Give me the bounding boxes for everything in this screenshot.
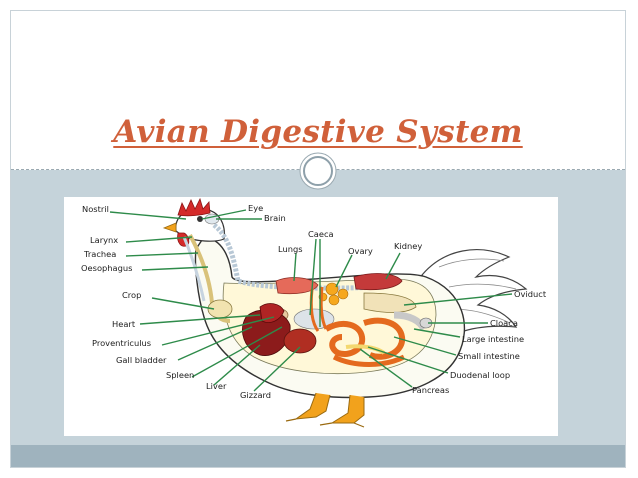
beak: [162, 222, 177, 233]
diagram-panel: Nostril Eye Brain Larynx Trachea Oesopha…: [64, 197, 558, 436]
label-lungs: Lungs: [278, 244, 303, 254]
label-small-intestine: Small intestine: [458, 351, 520, 361]
comb: [177, 197, 211, 217]
label-large-intestine: Large intestine: [462, 334, 524, 344]
label-pancreas: Pancreas: [412, 385, 449, 395]
spine: [212, 223, 385, 291]
trachea-tube: [182, 236, 206, 302]
label-duodenal-loop: Duodenal loop: [450, 370, 510, 380]
lungs: [275, 277, 319, 295]
chicken-head: [162, 197, 225, 247]
label-oviduct: Oviduct: [514, 289, 547, 299]
oviduct: [363, 292, 417, 313]
gizzard: [283, 328, 317, 354]
label-proventriculus: Proventriculus: [92, 338, 151, 348]
title-area: Avian Digestive System: [11, 11, 625, 169]
circle-ornament-icon: [299, 152, 337, 190]
label-liver: Liver: [206, 381, 227, 391]
label-brain: Brain: [264, 213, 286, 223]
label-ovary: Ovary: [348, 246, 373, 256]
label-oesophagus: Oesophagus: [81, 263, 133, 273]
slide-frame: [10, 10, 626, 468]
bottom-bar: [11, 445, 625, 467]
heart: [259, 303, 285, 323]
label-larynx: Larynx: [90, 235, 118, 245]
label-caeca: Caeca: [308, 229, 334, 239]
diagram-labels: Nostril Eye Brain Larynx Trachea Oesopha…: [81, 203, 547, 400]
label-cloaca: Cloaca: [490, 318, 518, 328]
eye: [197, 216, 203, 222]
kidney: [353, 273, 403, 291]
label-heart: Heart: [112, 319, 136, 329]
label-gall-bladder: Gall bladder: [116, 355, 167, 365]
leader-lines: [109, 209, 513, 392]
label-eye: Eye: [248, 203, 263, 213]
label-trachea: Trachea: [83, 249, 116, 259]
label-gizzard: Gizzard: [240, 390, 271, 400]
chicken-anatomy-diagram: Nostril Eye Brain Larynx Trachea Oesopha…: [81, 197, 547, 428]
legs: [285, 392, 365, 428]
label-nostril: Nostril: [82, 204, 109, 214]
label-kidney: Kidney: [394, 241, 422, 251]
label-crop: Crop: [122, 290, 141, 300]
slide-title: Avian Digestive System: [113, 114, 523, 150]
label-spleen: Spleen: [166, 370, 194, 380]
